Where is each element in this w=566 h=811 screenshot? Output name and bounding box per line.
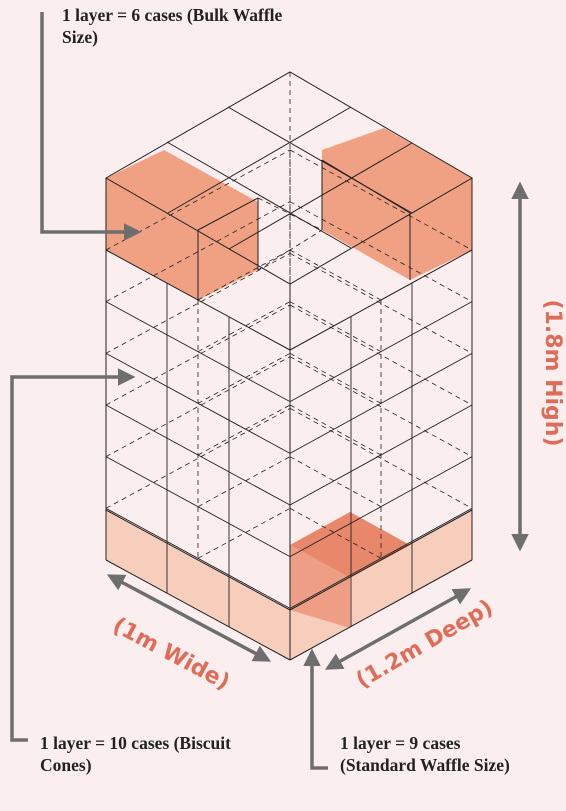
hidden-edge (197, 404, 291, 456)
hidden-edge (289, 456, 382, 508)
bulk-waffle-label: 1 layer = 6 cases (Bulk Waffle Size) (62, 5, 283, 47)
hidden-edge (289, 404, 382, 456)
hidden-edge (289, 352, 382, 404)
standard-callout-arrow (303, 648, 328, 770)
hidden-edge (289, 201, 473, 303)
hidden-edge (105, 252, 291, 354)
top-hidden-edges (257, 72, 323, 284)
hidden-edge (105, 201, 291, 303)
hidden-edge (105, 356, 291, 458)
biscuit-cones-label: 1 layer = 10 cases (Biscuit Cones) (40, 733, 231, 775)
bulk-case-left (106, 150, 258, 300)
hidden-edge (289, 301, 382, 353)
hidden-edge (197, 456, 291, 508)
width-arrow (106, 574, 272, 662)
biscuit-callout-arrow (10, 368, 136, 742)
layer-line-left (105, 456, 291, 558)
depth-arrow (324, 588, 472, 670)
hidden-edge (197, 352, 291, 404)
top-layer-outline (104, 71, 473, 300)
bulk-callout-arrow (40, 12, 142, 241)
hidden-edge (105, 407, 291, 509)
width-label: (1m Wide) (108, 613, 233, 695)
height-label: (1.8m High) (540, 299, 565, 446)
hidden-edge (197, 301, 291, 353)
hidden-edge (197, 507, 291, 559)
hidden-edge (289, 149, 473, 251)
callout-arrows (10, 12, 529, 770)
hidden-edge (105, 304, 291, 406)
hidden-edge (289, 356, 473, 458)
hidden-edge (105, 149, 291, 251)
layer-line-right (289, 456, 473, 558)
standard-waffle-label: 1 layer = 9 cases (Standard Waffle Size) (340, 733, 510, 775)
hidden-edge (289, 407, 473, 509)
